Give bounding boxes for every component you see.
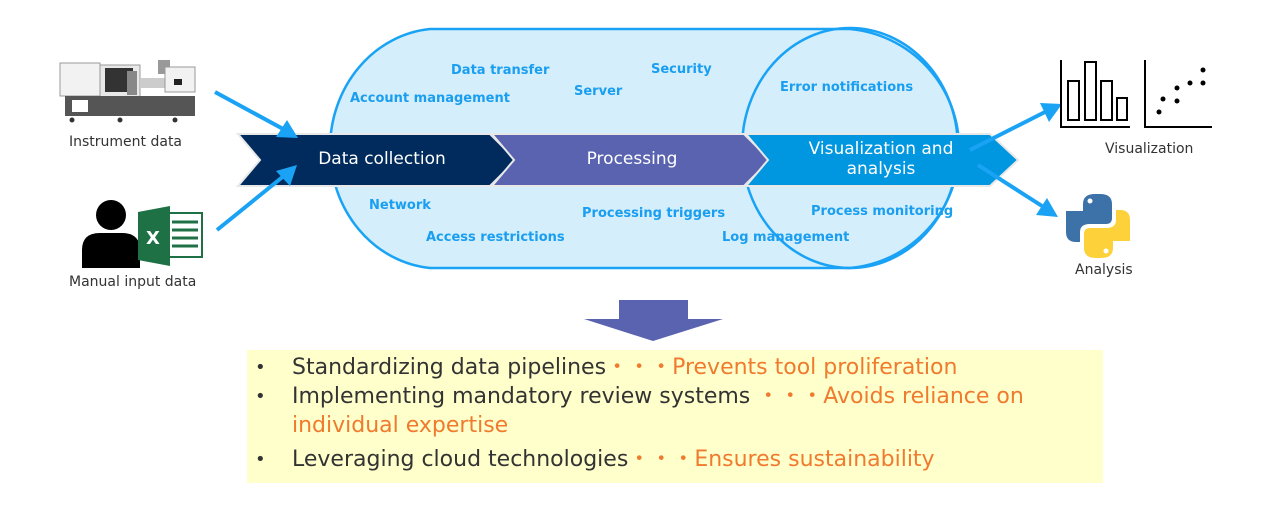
summary-box: • Standardizing data pipelines・・・Prevent… <box>247 350 1103 483</box>
summary-item-separator: ・・・ <box>750 384 824 409</box>
instrument-data-label: Instrument data <box>69 134 183 150</box>
excel-icon: X <box>138 206 203 266</box>
label-account-management: Account management <box>350 91 510 106</box>
stage-processing-shape <box>489 133 772 187</box>
summary-item-result: Avoids reliance on <box>823 384 1024 409</box>
down-arrow <box>584 300 723 341</box>
summary-item-result: Ensures sustainability <box>694 447 935 472</box>
label-log-management: Log management <box>722 230 850 245</box>
label-security: Security <box>651 62 712 77</box>
stage-data-collection-shape <box>235 133 518 187</box>
stage-processing: Processing <box>586 149 678 169</box>
summary-item-main: Standardizing data pipelines <box>292 355 607 380</box>
label-error-notifications: Error notifications <box>780 80 914 95</box>
label-process-monitoring: Process monitoring <box>811 204 954 219</box>
svg-text:X: X <box>146 228 160 249</box>
summary-item-result-continued: individual expertise <box>292 413 509 438</box>
arrow-to-visualization <box>969 103 1062 152</box>
injection-molding-machine-icon <box>59 60 196 123</box>
summary-item-separator: ・・・ <box>606 355 673 380</box>
bullet: • <box>255 449 266 470</box>
label-data-transfer: Data transfer <box>451 63 550 78</box>
summary-item-result: Prevents tool proliferation <box>672 355 958 380</box>
summary-item-main: Implementing mandatory review systems <box>292 384 751 409</box>
arrow-instrument-to-collection <box>214 90 298 138</box>
bullet: • <box>255 386 266 407</box>
scatter-plot-icon <box>1144 60 1212 128</box>
label-processing-triggers: Processing triggers <box>582 206 726 221</box>
stage-visualization-analysis: Visualization and analysis <box>808 139 954 179</box>
manual-input-data-label: Manual input data <box>69 274 197 290</box>
python-logo-icon <box>1066 194 1130 258</box>
stage-data-collection: Data collection <box>318 149 446 169</box>
visualization-label: Visualization <box>1105 141 1194 157</box>
summary-item-main: Leveraging cloud technologies <box>292 447 629 472</box>
bar-chart-icon <box>1060 60 1130 128</box>
bullet: • <box>255 357 266 378</box>
summary-item-separator: ・・・ <box>628 447 695 472</box>
label-access-restrictions: Access restrictions <box>426 230 565 245</box>
arrow-manual-to-collection <box>215 165 297 232</box>
person-icon <box>82 200 140 268</box>
arrow-to-analysis <box>976 163 1058 217</box>
label-server: Server <box>574 84 623 99</box>
analysis-label: Analysis <box>1075 262 1133 278</box>
label-network: Network <box>369 198 431 213</box>
stage-visualization-shape <box>743 133 1020 187</box>
